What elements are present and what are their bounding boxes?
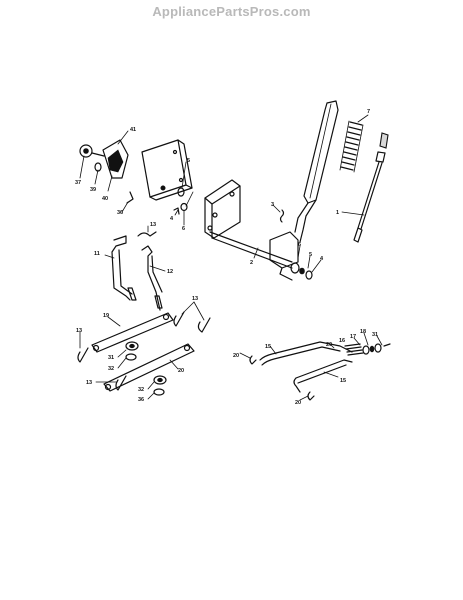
callout-7: 7 [367,109,370,115]
callout-40: 40 [102,196,108,202]
callout-6-left: 6 [182,226,185,232]
leader-lines [79,114,383,401]
callout-15-top: 15 [265,344,271,350]
cross-shaft [209,231,299,281]
callout-11: 11 [94,251,100,257]
hairpin-clips [77,311,211,391]
callout-15-bottom: 15 [340,378,346,384]
callout-41: 41 [130,127,136,133]
callout-20-mid: 20 [326,342,332,348]
mounting-plate [141,139,193,201]
lower-right-rods [249,341,391,401]
callout-31-bottom: 32 [138,387,144,393]
callout-20-left: 20 [233,353,239,359]
callout-18: 18 [360,329,366,335]
lift-links [111,231,163,311]
callout-6-right: 6 [298,242,301,248]
callout-39: 39 [90,187,96,193]
watermark: AppliancePartsPros.com [152,4,311,19]
callout-20-bottom: 20 [295,400,301,406]
callout-19-bottom: 20 [178,368,184,374]
callout-31-top: 31 [108,355,114,361]
callout-13-top: 13 [150,222,156,228]
lift-handle [294,100,339,243]
callout-5-right: 5 [309,252,312,258]
callout-13-left: 13 [76,328,82,334]
callout-36: 36 [117,210,123,216]
callout-20-right: 31 [372,332,378,338]
callout-32-bottom: 36 [138,397,144,403]
callout-4-left: 4 [170,216,174,222]
shaft-end-hardware [279,209,313,280]
callout-17: 17 [350,334,356,340]
callout-1: 1 [336,210,339,216]
callout-37: 37 [75,180,81,186]
callout-12: 12 [167,269,173,275]
callout-4-right: 4 [320,256,324,262]
lift-rod [353,132,389,243]
callout-32-top: 32 [108,366,114,372]
knob-assembly [79,139,134,204]
callout-5-left: 5 [187,158,190,164]
callout-3: 3 [271,202,274,208]
lower-lift-bars [91,312,195,396]
callout-13-right: 13 [192,296,198,302]
callout-19-top: 19 [103,313,109,319]
callout-13-bottom: 13 [86,380,92,386]
callout-16: 16 [339,338,345,344]
callout-labels: 7 1 2 3 6 5 4 5 6 4 41 37 39 40 36 13 11… [75,109,378,406]
callout-2: 2 [250,260,253,266]
handle-spring [339,120,364,173]
lift-bracket [204,179,241,239]
